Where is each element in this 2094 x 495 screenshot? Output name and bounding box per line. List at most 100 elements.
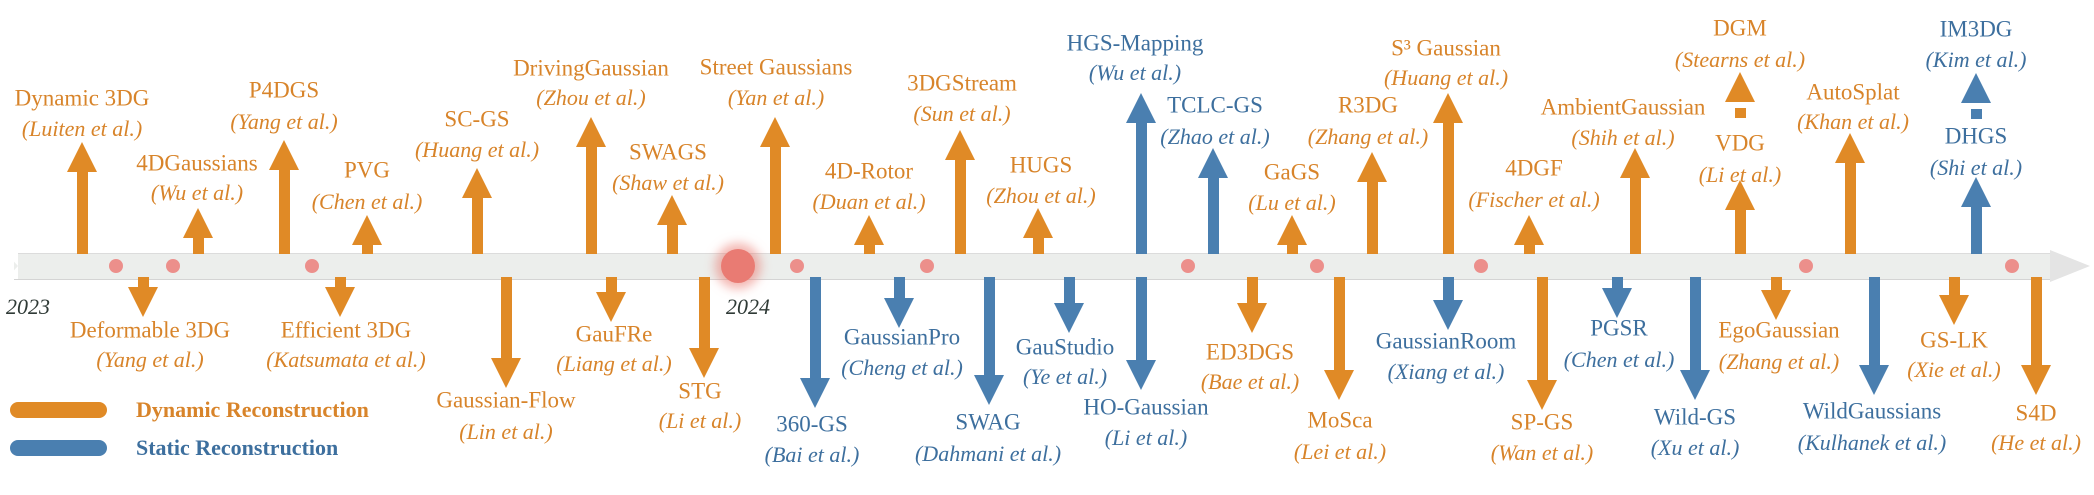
arrow-up-icon bbox=[352, 215, 382, 245]
arrow-shaft bbox=[361, 244, 373, 254]
arrow-shaft bbox=[1970, 206, 1982, 254]
method-name: SWAG bbox=[955, 409, 1021, 435]
method-authors: (Xu et al.) bbox=[1650, 435, 1740, 460]
arrow-shaft bbox=[1948, 277, 1960, 296]
method-authors: (Yang et al.) bbox=[96, 347, 204, 372]
method-authors: (Wu et al.) bbox=[150, 180, 244, 205]
arrow-down-icon bbox=[128, 287, 158, 317]
method-name: HUGS bbox=[1009, 152, 1073, 178]
method-name: EgoGaussian bbox=[1718, 317, 1840, 343]
arrow-up-icon bbox=[1198, 148, 1228, 178]
arrow-shaft bbox=[1366, 181, 1378, 254]
arrow-down-icon bbox=[1433, 300, 1463, 330]
arrow-shaft bbox=[192, 237, 204, 254]
arrow-shaft bbox=[1207, 177, 1219, 254]
method-authors: (Bai et al.) bbox=[764, 442, 860, 467]
method-name: ED3DGS bbox=[1205, 339, 1295, 365]
arrow-down-icon bbox=[1761, 290, 1791, 320]
arrow-up-icon bbox=[1357, 152, 1387, 182]
arrow-down-icon bbox=[596, 292, 626, 322]
method-authors: (Luiten et al.) bbox=[21, 116, 143, 141]
arrow-shaft bbox=[1844, 162, 1856, 254]
arrow-down-icon bbox=[1939, 295, 1969, 325]
arrow-down-icon bbox=[689, 348, 719, 378]
arrow-up-icon bbox=[1835, 133, 1865, 163]
method-name: 3DGStream bbox=[907, 70, 1017, 96]
arrow-shaft bbox=[769, 146, 781, 254]
method-name: S4D bbox=[2015, 400, 2057, 426]
arrow-shaft bbox=[1868, 277, 1880, 366]
arrow-up-icon bbox=[67, 142, 97, 172]
method-authors: (Cheng et al.) bbox=[841, 355, 963, 380]
method-name: PVG bbox=[343, 157, 391, 183]
method-name: SP-GS bbox=[1510, 409, 1574, 435]
method-authors: (Chen et al.) bbox=[311, 189, 423, 214]
arrow-up-icon bbox=[854, 215, 884, 245]
method-authors: (Zhang et al.) bbox=[1718, 349, 1840, 374]
method-name: GaGS bbox=[1263, 159, 1321, 185]
arrow-shaft bbox=[278, 169, 290, 254]
method-authors: (Khan et al.) bbox=[1797, 109, 1909, 134]
timeline-dot bbox=[1799, 259, 1813, 273]
method-name: AutoSplat bbox=[1806, 79, 1900, 105]
method-name: Wild-GS bbox=[1653, 404, 1737, 430]
method-name: WildGaussians bbox=[1802, 398, 1942, 424]
arrow-up-icon bbox=[657, 195, 687, 225]
arrow-shaft bbox=[1442, 277, 1454, 301]
method-name: S³ Gaussian bbox=[1391, 35, 1501, 61]
method-authors: (Yang et al.) bbox=[230, 109, 338, 134]
legend-static-label: Static Reconstruction bbox=[136, 435, 339, 460]
year-label-2024: 2024 bbox=[726, 294, 770, 319]
method-authors: (Li et al.) bbox=[1104, 425, 1188, 450]
method-authors: (Dahmani et al.) bbox=[914, 441, 1062, 466]
legend-static-swatch bbox=[10, 440, 107, 456]
timeline-dot bbox=[166, 259, 180, 273]
arrow-shaft bbox=[1770, 277, 1782, 291]
arrow-shaft bbox=[1442, 122, 1454, 254]
method-authors: (Wu et al.) bbox=[1088, 60, 1182, 85]
arrow-shaft bbox=[983, 277, 995, 376]
timeline-dot bbox=[1181, 259, 1195, 273]
arrow-shaft bbox=[1536, 277, 1548, 381]
method-name: PGSR bbox=[1590, 315, 1648, 341]
method-authors: (Zhou et al.) bbox=[536, 85, 646, 110]
arrow-down-icon bbox=[800, 378, 830, 408]
arrow-down-icon bbox=[1859, 365, 1889, 395]
arrow-up-icon bbox=[1725, 72, 1755, 102]
method-authors: (Chen et al.) bbox=[1563, 347, 1675, 372]
arrow-shaft bbox=[863, 244, 875, 254]
arrow-up-icon bbox=[1277, 215, 1307, 245]
method-authors: (Bae et al.) bbox=[1200, 369, 1300, 394]
method-name: GauFRe bbox=[575, 321, 653, 347]
method-authors: (Zhang et al.) bbox=[1307, 124, 1429, 149]
arrow-shaft-segment bbox=[1970, 109, 1982, 119]
arrow-shaft bbox=[1333, 277, 1345, 371]
axis-tail bbox=[6, 253, 18, 279]
year-2024-marker bbox=[721, 249, 755, 283]
method-name: 4DGF bbox=[1505, 155, 1563, 181]
arrow-shaft bbox=[893, 277, 905, 299]
method-name: SWAGS bbox=[629, 139, 707, 165]
method-authors: (Fischer et al.) bbox=[1468, 187, 1600, 212]
timeline-dot bbox=[1310, 259, 1324, 273]
axis-arrowhead bbox=[2050, 250, 2090, 282]
method-name: IM3DG bbox=[1939, 16, 2013, 42]
arrow-shaft bbox=[1135, 122, 1147, 254]
method-authors: (Stearns et al.) bbox=[1674, 47, 1806, 72]
arrow-shaft bbox=[2030, 277, 2042, 366]
timeline-dot bbox=[109, 259, 123, 273]
method-authors: (Xiang et al.) bbox=[1387, 359, 1505, 384]
method-authors: (Shaw et al.) bbox=[612, 170, 724, 195]
method-name: VDG bbox=[1715, 130, 1765, 156]
arrow-down-icon bbox=[1054, 303, 1084, 333]
arrow-up-icon bbox=[1620, 148, 1650, 178]
method-authors: (Wan et al.) bbox=[1490, 440, 1594, 465]
arrow-up-icon bbox=[576, 117, 606, 147]
method-name: AmbientGaussian bbox=[1540, 94, 1706, 120]
arrow-up-icon bbox=[462, 168, 492, 198]
method-authors: (Duan et al.) bbox=[812, 189, 926, 214]
arrow-down-icon bbox=[1602, 288, 1632, 318]
timeline-axis bbox=[14, 253, 2054, 280]
method-name: MoSca bbox=[1307, 407, 1373, 433]
